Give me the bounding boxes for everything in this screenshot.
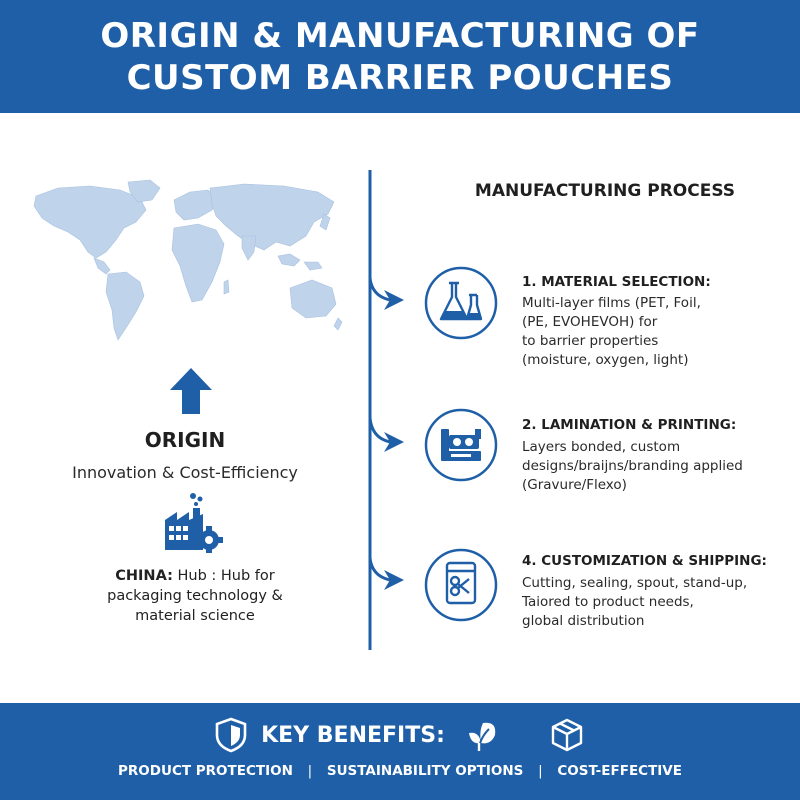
process-timeline [368, 170, 404, 650]
manufacturing-process-title: MANUFACTURING PROCESS [474, 181, 736, 201]
flask-icon [424, 266, 498, 340]
pouch-scissors-icon [424, 548, 498, 622]
step-4-text: Cutting, sealing, spout, stand-up, Taior… [522, 574, 792, 631]
page-title-line-1: ORIGIN & MANUFACTURING OF [100, 15, 700, 56]
printing-machine-icon [424, 408, 498, 482]
step-4-title: 4. CUSTOMIZATION & SHIPPING: [522, 553, 767, 569]
benefit-cost-effective: COST-EFFECTIVE [557, 763, 682, 779]
step-2-title: 2. LAMINATION & PRINTING: [522, 417, 737, 433]
step-4-line-3: global distribution [522, 613, 645, 629]
step-2-line-2: designs/braijns/branding applied [522, 458, 743, 474]
key-benefits-row: KEY BENEFITS: [0, 713, 800, 757]
origin-desc-line-1: Hub : Hub for [172, 568, 275, 584]
origin-subtitle: Innovation & Cost-Efficiency [72, 463, 298, 482]
origin-desc-line-3: material science [135, 608, 255, 624]
arrow-up-icon [170, 368, 212, 414]
benefit-sustainability-options: SUSTAINABILITY OPTIONS [326, 763, 524, 779]
header-banner: ORIGIN & MANUFACTURING OF CUSTOM BARRIER… [0, 0, 800, 113]
step-2-line-1: Layers bonded, custom [522, 439, 681, 455]
step-2-line-3: (Gravure/Flexo) [522, 477, 627, 493]
benefits-list: PRODUCT PROTECTION | SUSTAINABILITY OPTI… [0, 763, 800, 779]
benefit-separator: | [307, 763, 313, 779]
step-4-line-2: Taiored to product needs, [522, 594, 694, 610]
leaf-icon [468, 722, 496, 752]
key-benefits-title: KEY BENEFITS: [261, 722, 445, 748]
page-title-line-2: CUSTOM BARRIER POUCHES [126, 57, 674, 98]
benefit-separator: | [538, 763, 543, 779]
shield-check-icon [215, 717, 247, 753]
benefit-product-protection: PRODUCT PROTECTION [118, 763, 293, 779]
step-4-line-1: Cutting, sealing, spout, stand-up, [522, 575, 748, 591]
origin-country-label: CHINA: [115, 568, 173, 584]
step-1-line-4: (moisture, oxygen, light) [522, 352, 689, 368]
step-1-title: 1. MATERIAL SELECTION: [522, 274, 711, 290]
step-1-line-1: Multi-layer films (PET, Foil, [522, 295, 701, 311]
step-1-text: Multi-layer films (PET, Foil, (PE, EVOHE… [522, 294, 792, 370]
factory-gear-icon [165, 493, 223, 553]
origin-desc-line-2: packaging technology & [107, 588, 283, 604]
origin-title: ORIGIN [144, 428, 226, 452]
key-benefits-footer: KEY BENEFITS: PRODUCT PROTECTION | SUSTA… [0, 703, 800, 800]
step-1-line-2: (PE, EVOHEVOH) for [522, 314, 658, 330]
step-1-line-3: to barrier properties [522, 333, 659, 349]
origin-description: CHINA: Hub : Hub for packaging technolog… [60, 566, 330, 626]
box-icon [551, 718, 583, 752]
world-map-image [33, 179, 343, 341]
step-2-text: Layers bonded, custom designs/braijns/br… [522, 438, 792, 495]
